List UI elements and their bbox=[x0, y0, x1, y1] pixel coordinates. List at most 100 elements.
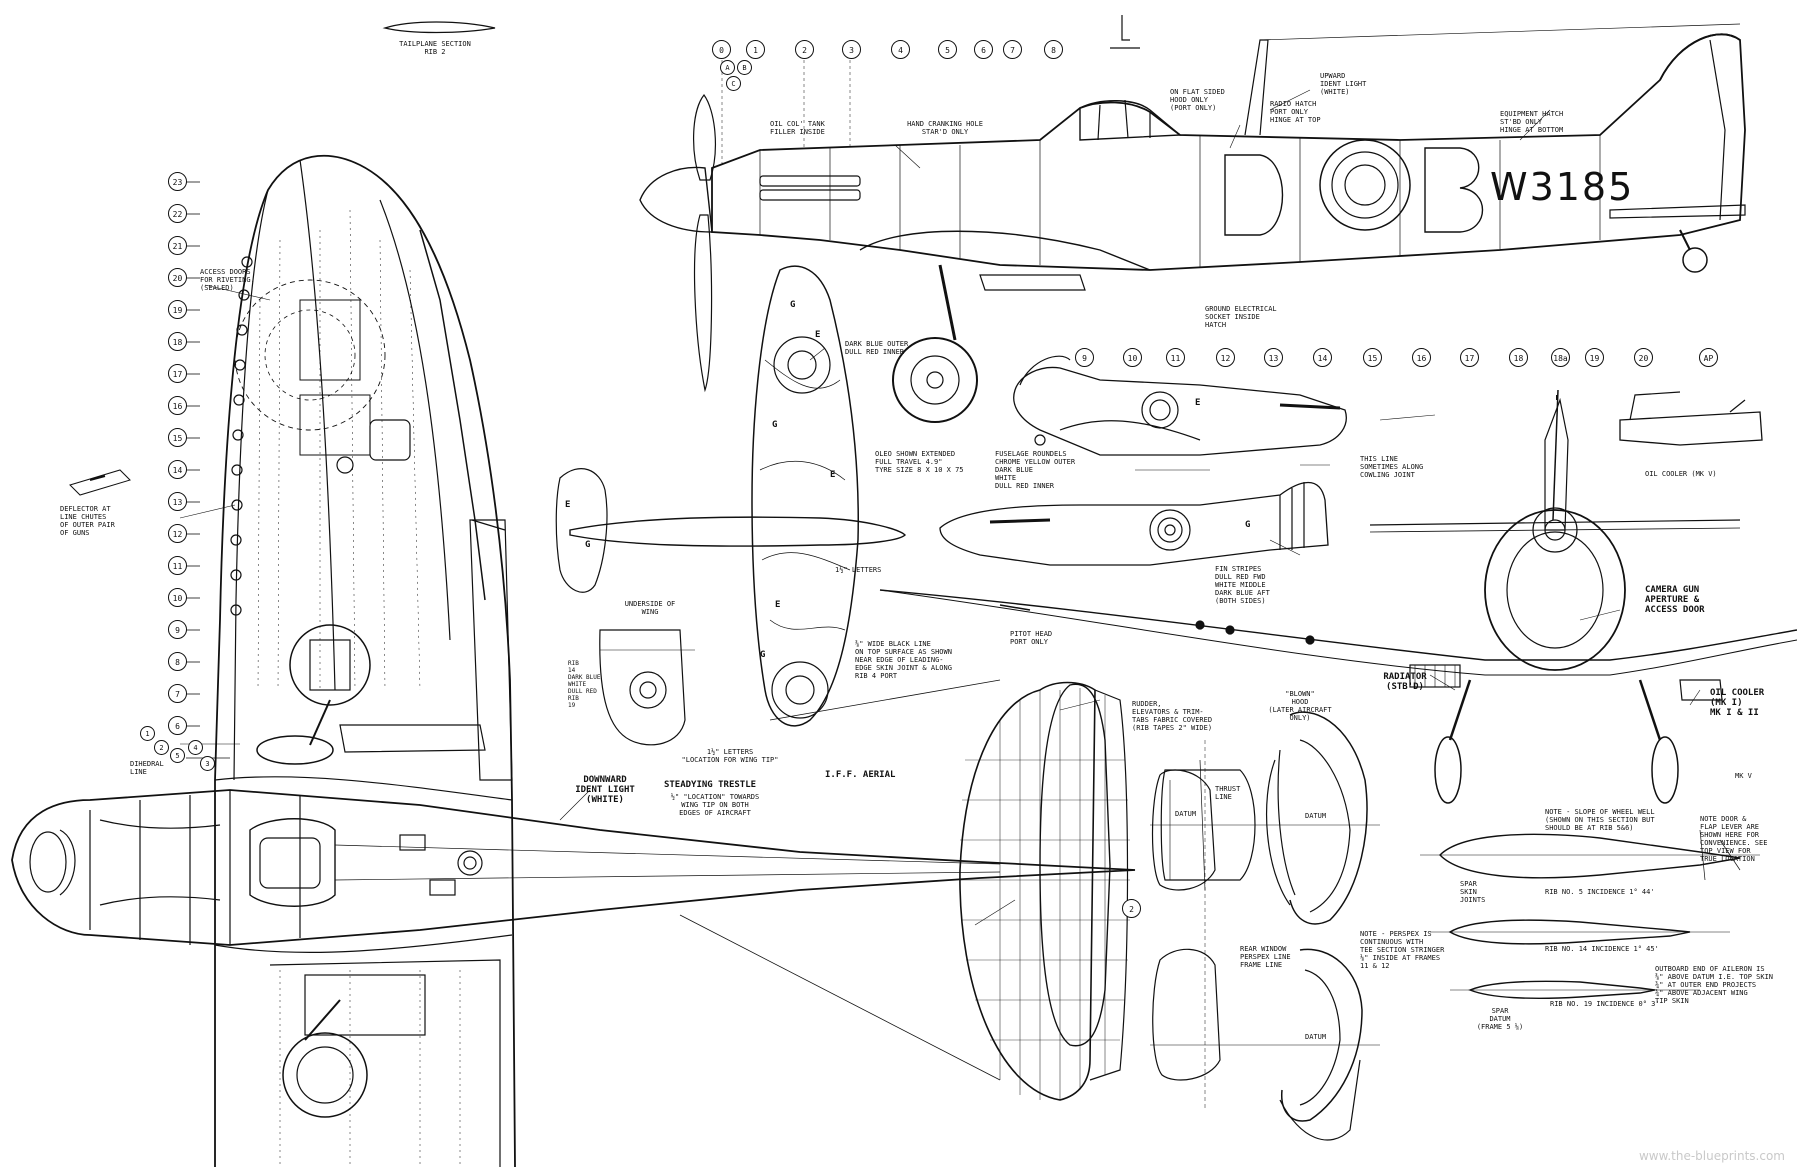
tailplane-section-profile bbox=[382, 21, 496, 34]
camo-letter-2: E bbox=[815, 330, 821, 340]
tail-station-2: 2 bbox=[1122, 899, 1141, 918]
plan-lower-wheel-well bbox=[282, 1032, 368, 1118]
oleo-label: OLEO SHOWN EXTENDED FULL TRAVEL 4.9" TYR… bbox=[875, 450, 964, 474]
plan-aileron bbox=[419, 229, 486, 601]
station-18a: 18a bbox=[1551, 348, 1570, 367]
plan-wheel bbox=[256, 735, 334, 765]
plan-wing-outline bbox=[214, 154, 516, 1167]
black-line-label: ⅜" WIDE BLACK LINE ON TOP SURFACE AS SHO… bbox=[855, 640, 952, 680]
ground-electrical-label: GROUND ELECTRICAL SOCKET INSIDE HATCH bbox=[1205, 305, 1277, 329]
rib14-label: RIB No. 14 INCIDENCE 1° 45' bbox=[1545, 945, 1659, 953]
spar-datum-label: SPAR DATUM (FRAME 5 ⅛) bbox=[1476, 1007, 1524, 1031]
station-16: 16 bbox=[1412, 348, 1431, 367]
datum-label-1: DATUM bbox=[1175, 810, 1197, 818]
camo-letter-5: E bbox=[565, 500, 571, 510]
station-3: 3 bbox=[842, 40, 861, 59]
downward-ident-label: DOWNWARD IDENT LIGHT (WHITE) bbox=[575, 775, 635, 805]
roundel-wing-label: DARK BLUE OUTER DULL RED INNER bbox=[845, 340, 909, 356]
outboard-note-label: OUTBOARD END OF AILERON IS ⅜" ABOVE DATU… bbox=[1655, 965, 1774, 1005]
wing-station-1: 1 bbox=[140, 726, 155, 741]
station-8: 8 bbox=[1044, 40, 1063, 59]
rib5-label: RIB No. 5 INCIDENCE 1° 44' bbox=[1545, 888, 1655, 896]
perspex-note-label: NOTE - PERSPEX IS CONTINUOUS WITH TEE SE… bbox=[1360, 930, 1445, 970]
plan-flap bbox=[469, 519, 513, 781]
plan-rear-spar bbox=[379, 199, 451, 641]
oil-cooler-mk5-label: OIL COOLER (MK V) bbox=[1645, 470, 1717, 478]
camo-letter-3: G bbox=[772, 420, 778, 430]
wing-station-18: 18 bbox=[168, 332, 187, 351]
wing-station-12: 12 bbox=[168, 524, 187, 543]
access-doors-label: ACCESS DOORS FOR RIVETING. (SEALED) bbox=[200, 268, 255, 292]
plan-cockpit bbox=[249, 818, 336, 907]
front-fuselage bbox=[1484, 509, 1626, 671]
thrust-line-label: THRUST LINE bbox=[1215, 785, 1241, 801]
station-b: B bbox=[737, 60, 752, 75]
airfoil-sections bbox=[1420, 829, 1760, 1000]
canopy-sections bbox=[1150, 711, 1380, 1141]
deflector-label: DEFLECTOR AT LINE CHUTES OF OUTER PAIR O… bbox=[60, 505, 115, 537]
underside-wing bbox=[555, 265, 906, 746]
plan-lower-wing-detail bbox=[269, 959, 501, 1167]
station-19: 19 bbox=[1585, 348, 1604, 367]
tailplane-section-label: TAILPLANE SECTION RIB 2 bbox=[399, 40, 471, 56]
oil-tank-label: OIL COL' TANK FILLER INSIDE bbox=[770, 120, 825, 136]
tailplane-large bbox=[959, 681, 1130, 1101]
camo-letter-6: G bbox=[585, 540, 591, 550]
station-12: 12 bbox=[1216, 348, 1235, 367]
radiator-label: RADIATOR (STB'D) bbox=[1383, 672, 1427, 692]
station-ap: AP bbox=[1699, 348, 1718, 367]
mk-v-label: MK V bbox=[1735, 772, 1752, 780]
plan-fuselage bbox=[11, 789, 1136, 946]
side-code-letter-d bbox=[1224, 154, 1284, 236]
rib-labels: RIB 14 DARK BLUE WHITE DULL RED RIB 19 bbox=[568, 660, 601, 709]
letters-15-label: 1½" LETTERS bbox=[835, 566, 882, 574]
slope-note-label: NOTE - SLOPE OF WHEEL WELL (SHOWN ON THI… bbox=[1545, 808, 1655, 832]
steadying-trestle-label: STEADYING TRESTLE bbox=[663, 780, 757, 790]
serial-number: W3185 bbox=[1490, 165, 1635, 209]
camo-letter-4: E bbox=[830, 470, 836, 480]
flat-sided-hood-label: ON FLAT SIDED HOOD ONLY (PORT ONLY) bbox=[1170, 88, 1225, 112]
plan-wheel-well bbox=[289, 624, 371, 706]
wing-station-16: 16 bbox=[168, 396, 187, 415]
wing-station-2: 2 bbox=[154, 740, 169, 755]
camo-letter-7: E bbox=[775, 600, 781, 610]
station-7: 7 bbox=[1003, 40, 1022, 59]
station-4: 4 bbox=[891, 40, 910, 59]
station-0: 0 bbox=[712, 40, 731, 59]
datum-label-2: DATUM bbox=[1305, 812, 1327, 820]
watermark: www.the-blueprints.com bbox=[1638, 1149, 1785, 1163]
profile-views bbox=[939, 355, 1347, 566]
iff-aerial-label: I.F.F. AERIAL bbox=[825, 770, 896, 780]
wing-station-19: 19 bbox=[168, 300, 187, 319]
station-6: 6 bbox=[974, 40, 993, 59]
plan-rivet-rows bbox=[257, 209, 421, 691]
fuselage-roundels-label: FUSELAGE ROUNDELS CHROME YELLOW OUTER DA… bbox=[995, 450, 1076, 490]
camera-gun-label: CAMERA GUN APERTURE & ACCESS DOOR bbox=[1645, 585, 1705, 615]
side-code-letter-b bbox=[1424, 147, 1484, 233]
plan-view bbox=[11, 154, 1136, 1167]
station-1: 1 bbox=[746, 40, 765, 59]
door-note-label: NOTE DOOR & FLAP LEVER ARE SHOWN HERE FO… bbox=[1700, 815, 1768, 863]
side-propeller bbox=[693, 94, 716, 181]
wing-station-17: 17 bbox=[168, 364, 187, 383]
side-view bbox=[639, 23, 1746, 423]
annotation-leaders bbox=[179, 89, 1701, 926]
station-13: 13 bbox=[1264, 348, 1283, 367]
plan-oil-cooler bbox=[339, 724, 486, 753]
datum-label-3: DATUM bbox=[1305, 1033, 1327, 1041]
plan-roundel-outline bbox=[234, 279, 386, 431]
upward-ident-label: UPWARD IDENT LIGHT (WHITE) bbox=[1320, 72, 1367, 96]
wing-station-20: 20 bbox=[168, 268, 187, 287]
side-wheel bbox=[892, 337, 978, 423]
rudder-fabric-label: RUDDER, ELEVATORS & TRIM- TABS FABRIC CO… bbox=[1132, 700, 1213, 732]
letters-location-label: 1½" LETTERS "LOCATION FOR WING TIP" bbox=[681, 748, 779, 764]
side-roundel bbox=[1319, 139, 1411, 231]
wing-station-23: 23 bbox=[168, 172, 187, 191]
camo-letter-8: G bbox=[760, 650, 766, 660]
station-14: 14 bbox=[1313, 348, 1332, 367]
oil-cooler-mk1-label: OIL COOLER (MK I) MK I & II bbox=[1710, 688, 1765, 718]
station-c: C bbox=[726, 76, 741, 91]
wing-station-9: 9 bbox=[168, 620, 187, 639]
station-9: 9 bbox=[1075, 348, 1094, 367]
